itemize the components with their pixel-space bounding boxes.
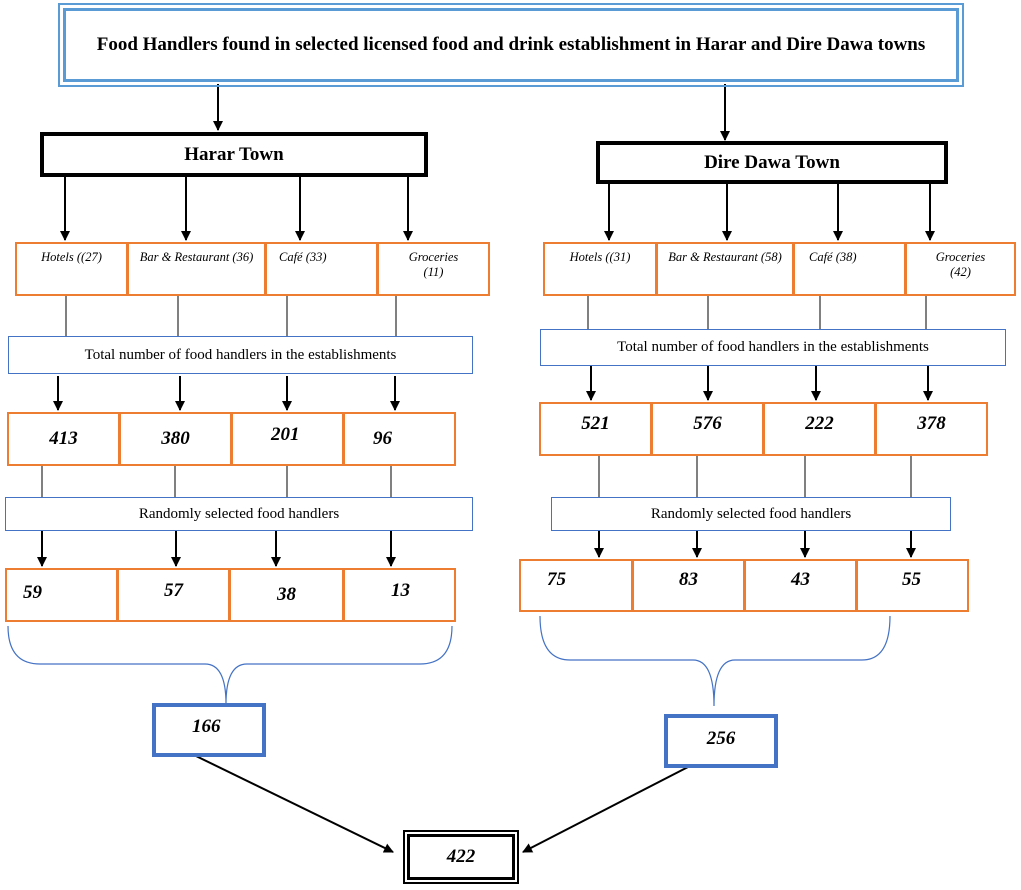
- category-diredawa-cafe: Café (38): [793, 242, 906, 296]
- label-diredawa-total-food-handlers: Total number of food handlers in the est…: [540, 329, 1006, 366]
- label-harar-randomly-selected: Randomly selected food handlers: [5, 497, 473, 531]
- total-harar-groceries: 96: [343, 412, 456, 466]
- brace-diredawa: [539, 615, 891, 707]
- sum-dire-dawa: 256: [664, 714, 778, 768]
- category-diredawa-groceries: Groceries (42): [905, 242, 1016, 296]
- category-harar-hotels: Hotels ((27): [15, 242, 128, 296]
- total-harar-hotels: 413: [7, 412, 120, 466]
- selected-diredawa-hotels: 75: [519, 559, 633, 612]
- arrow-166-to-422: [195, 755, 394, 853]
- arrow-256-to-422: [522, 766, 689, 853]
- diagram-title: Food Handlers found in selected licensed…: [58, 3, 964, 87]
- selected-harar-bar-restaurant: 57: [117, 568, 230, 622]
- total-diredawa-groceries: 378: [875, 402, 988, 456]
- category-harar-bar-restaurant: Bar & Restaurant (36): [127, 242, 266, 296]
- town-dire-dawa: Dire Dawa Town: [596, 141, 948, 184]
- category-harar-groceries: Groceries (11): [377, 242, 490, 296]
- total-diredawa-bar-restaurant: 576: [651, 402, 764, 456]
- label-harar-total-food-handlers: Total number of food handlers in the est…: [8, 336, 473, 374]
- grand-total: 422: [403, 830, 519, 884]
- category-harar-cafe: Café (33): [265, 242, 378, 296]
- label-diredawa-randomly-selected: Randomly selected food handlers: [551, 497, 951, 531]
- town-harar: Harar Town: [40, 132, 428, 177]
- selected-diredawa-cafe: 43: [744, 559, 857, 612]
- selected-harar-cafe: 38: [229, 568, 344, 622]
- category-diredawa-bar-restaurant: Bar & Restaurant (58): [656, 242, 794, 296]
- total-diredawa-cafe: 222: [763, 402, 876, 456]
- selected-harar-hotels: 59: [5, 568, 118, 622]
- sum-harar: 166: [152, 703, 266, 757]
- selected-diredawa-groceries: 55: [856, 559, 969, 612]
- selected-harar-groceries: 13: [343, 568, 456, 622]
- total-harar-bar-restaurant: 380: [119, 412, 232, 466]
- total-diredawa-hotels: 521: [539, 402, 652, 456]
- brace-harar: [7, 625, 453, 705]
- category-diredawa-hotels: Hotels ((31): [543, 242, 657, 296]
- selected-diredawa-bar-restaurant: 83: [632, 559, 745, 612]
- total-harar-cafe: 201: [231, 412, 344, 466]
